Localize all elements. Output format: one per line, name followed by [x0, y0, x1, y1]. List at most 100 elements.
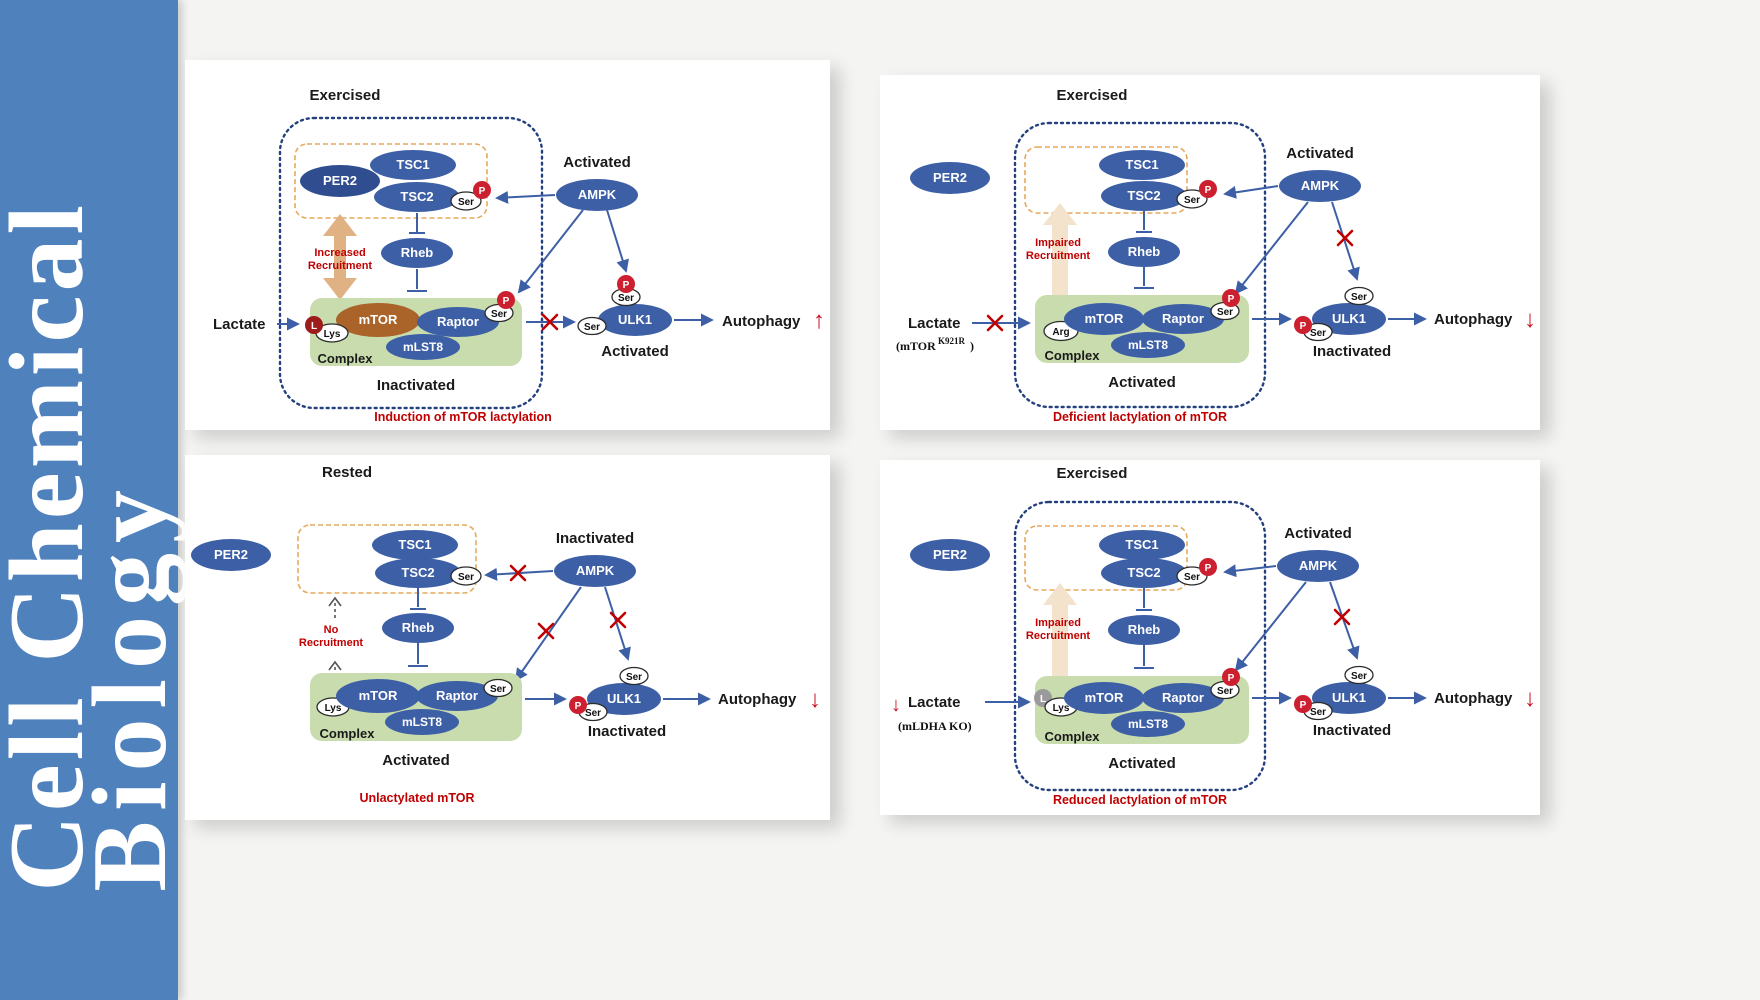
tsc1-node: TSC1: [370, 150, 456, 180]
tsc2-phosphate-badge: P: [473, 181, 491, 199]
recruitment-word2: Recruitment: [308, 260, 373, 272]
x-mark-ampk-ulk1: [609, 611, 627, 629]
arrow-ampk-to-raptor-site: [1234, 581, 1307, 672]
recruitment-word1: Impaired: [1035, 617, 1081, 629]
ulk1-node: ULK1: [1312, 682, 1386, 714]
ampk-state-label: Activated: [563, 154, 631, 171]
raptor-ser-label: Ser: [490, 684, 506, 695]
x-mark-ampk-ulk1: [1336, 229, 1354, 247]
rheb-ellipse: [382, 613, 454, 643]
tsc2-p-circle: [1199, 558, 1217, 576]
ulk1-state-label: Activated: [601, 343, 669, 360]
ulk1-left-p-circle: [569, 696, 587, 714]
tbar-rheb-to-complex: [407, 269, 427, 292]
ulk1-top-p-circle: [617, 275, 635, 293]
ampk-node: AMPK: [1277, 550, 1359, 582]
tsc2-ellipse: [1101, 181, 1187, 211]
ulk1-top-p-label: P: [623, 280, 630, 291]
per2-ellipse: [191, 539, 271, 571]
ulk1-state-label: Inactivated: [588, 723, 666, 740]
tsc1-node: TSC1: [372, 530, 458, 560]
per2-node: PER2: [910, 162, 990, 194]
rheb-node: Rheb: [1108, 237, 1180, 267]
tsc2-ellipse: [375, 558, 461, 588]
pathway-boundary-box: [1013, 121, 1267, 409]
autophagy-down-arrow: ↓: [1524, 306, 1536, 333]
ulk1-left-site: Ser: [577, 316, 607, 336]
ampk-label: AMPK: [578, 187, 617, 202]
lys-label: Lys: [324, 329, 341, 340]
tsc2-ser-label: Ser: [458, 572, 474, 583]
ulk1-left-phosphate-badge: P: [569, 696, 587, 714]
mtor-node: mTOR: [336, 679, 420, 713]
tsc2-phospho-site: Ser: [450, 566, 482, 586]
arrow-ampk-to-ulk1: [606, 209, 629, 273]
ulk1-top-site: Ser: [1344, 665, 1374, 685]
per2-ellipse: [300, 165, 380, 197]
tbar-tsc2-to-rheb: [1136, 588, 1152, 611]
tsc2-p-circle: [1199, 180, 1217, 198]
mlst8-node: mLST8: [1111, 332, 1185, 358]
rheb-label: Rheb: [1128, 622, 1161, 637]
ulk1-node: ULK1: [598, 304, 672, 336]
ulk1-top-ser-ellipse: [1344, 665, 1374, 685]
recruitment-faded-arrow: [1043, 203, 1077, 295]
tsc2-ellipse: [1101, 558, 1187, 588]
raptor-phosphate-badge: P: [1222, 289, 1240, 307]
tsc1-node: TSC1: [1099, 150, 1185, 180]
ulk1-top-ser-ellipse: [1344, 286, 1374, 306]
ampk-state-label: Inactivated: [556, 530, 634, 547]
ulk1-left-phosphate-badge: P: [1294, 695, 1312, 713]
mtor-label: mTOR: [1085, 690, 1124, 705]
diagram-exercised-k921r: Exercised Impaired Recruitment PER2 TSC1…: [896, 87, 1536, 424]
ampk-node: AMPK: [556, 179, 638, 211]
lactate-label: Lactate: [213, 316, 266, 333]
dashed-head-bottom: [328, 660, 342, 671]
panel-title: Exercised: [1057, 465, 1128, 482]
panel-title: Exercised: [310, 87, 381, 104]
ampk-label: AMPK: [1299, 558, 1338, 573]
ulk1-ellipse: [587, 683, 661, 715]
tbar-rheb-to-complex: [1134, 267, 1154, 289]
ulk1-ellipse: [1312, 682, 1386, 714]
tsc1-label: TSC1: [1125, 537, 1158, 552]
mtor-ellipse: [1064, 682, 1144, 714]
panel-caption: Deficient lactylation of mTOR: [1053, 410, 1227, 424]
panel-exercised-wt: Exercised Increased Recruitment PER2 TSC…: [185, 60, 830, 430]
ulk1-ellipse: [1312, 303, 1386, 335]
tsc2-label: TSC2: [400, 189, 433, 204]
panel-caption: Reduced lactylation of mTOR: [1053, 793, 1227, 807]
ulk1-left-ser-ellipse: [577, 316, 607, 336]
tbar-tsc2-to-rheb: [410, 588, 426, 610]
x-mark-lactate: [986, 314, 1004, 332]
recruitment-zone-box: [1024, 146, 1188, 214]
autophagy-label: Autophagy: [1434, 690, 1513, 707]
tsc2-label: TSC2: [401, 565, 434, 580]
tsc2-phosphate-badge: P: [1199, 558, 1217, 576]
rheb-ellipse: [1108, 615, 1180, 645]
ulk1-state-label: Inactivated: [1313, 722, 1391, 739]
raptor-ser-label: Ser: [491, 309, 507, 320]
raptor-p-label: P: [1228, 673, 1235, 684]
autophagy-down-arrow: ↓: [809, 686, 821, 713]
lactate-note-pre: (mTOR: [896, 339, 936, 353]
mtor-ellipse: [336, 679, 420, 713]
x-mark-ampk-complex: [537, 622, 555, 640]
tsc2-ser-ellipse: [450, 566, 482, 586]
ampk-node: AMPK: [1279, 170, 1361, 202]
rheb-label: Rheb: [402, 620, 435, 635]
no-recruitment-dashed-arrow-top: [328, 596, 342, 618]
mtor-node: mTOR: [1064, 303, 1144, 335]
mtor-label: mTOR: [359, 688, 398, 703]
tsc2-label: TSC2: [1127, 565, 1160, 580]
ulk1-left-ser-label: Ser: [1310, 328, 1326, 339]
tbar-rheb-to-complex: [408, 643, 428, 667]
raptor-ser-label: Ser: [1217, 686, 1233, 697]
ampk-node: AMPK: [554, 555, 636, 587]
ulk1-top-ser-label: Ser: [626, 672, 642, 683]
mlst8-label: mLST8: [403, 340, 443, 354]
pathway-boundary-box: [278, 116, 544, 410]
ulk1-node: ULK1: [1312, 303, 1386, 335]
raptor-node: Raptor: [417, 307, 499, 337]
rheb-label: Rheb: [401, 245, 434, 260]
